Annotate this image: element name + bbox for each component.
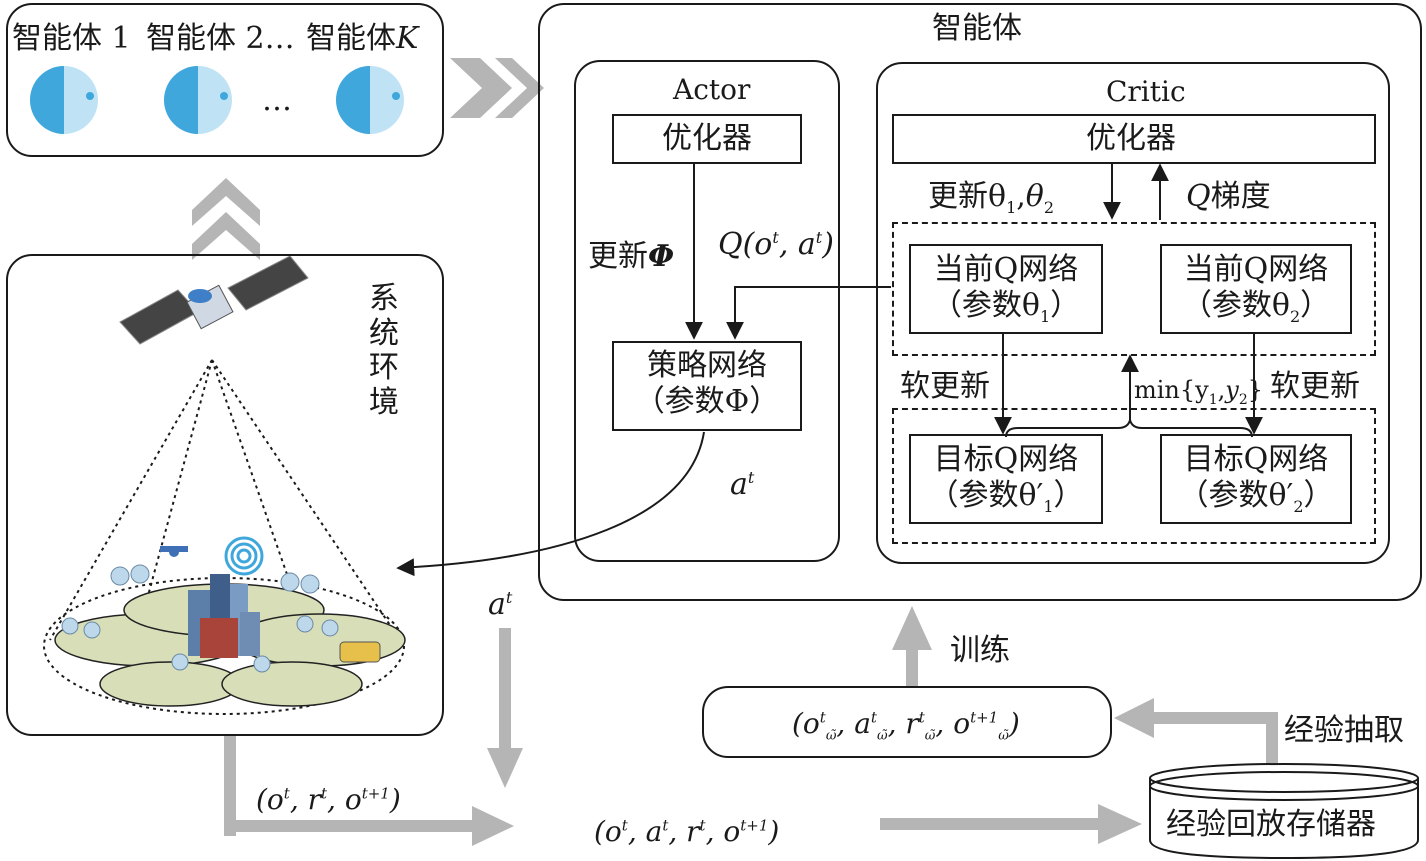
action-curve-arrow	[396, 431, 705, 577]
agent-k-var: K	[396, 21, 419, 56]
action-curve-text: a	[730, 467, 748, 502]
critic-optimizer-label: 优化器	[1086, 121, 1176, 156]
target-q2-line2: （参数θ′	[1178, 478, 1294, 513]
actor-optimizer-label: 优化器	[662, 121, 752, 156]
environment-char-2: 统	[369, 315, 399, 351]
agent-detail-panel	[538, 3, 1422, 601]
action-down-label: at	[488, 587, 513, 622]
critic-title: Critic	[1106, 75, 1186, 108]
target-q2-box	[1160, 434, 1352, 524]
current-q2-box	[1160, 244, 1352, 334]
drone-icon	[160, 546, 188, 557]
actor-panel	[574, 60, 840, 562]
current-q1-line1: 当前Q网络	[933, 252, 1079, 287]
policy-network-box	[612, 341, 802, 431]
target-q2-line1: 目标Q网络	[1183, 442, 1329, 477]
agent-brain-icon	[164, 66, 232, 134]
critic-panel	[876, 62, 1390, 564]
critic-optimizer-box	[892, 114, 1376, 164]
current-q2-line1: 当前Q网络	[1183, 252, 1329, 287]
target-q-group	[892, 408, 1376, 544]
environment-char-3: 环	[369, 350, 399, 385]
transition-label: (ot, at, rt, ot+1)	[594, 815, 780, 848]
current-q-group	[892, 222, 1376, 356]
agents-ellipsis: …	[262, 83, 292, 118]
agent-brain-icon	[30, 66, 98, 134]
critic-update-label: 更新θ1,θ2	[928, 179, 1055, 217]
signal-tower-icon	[224, 536, 264, 576]
actor-optimizer-box	[612, 114, 802, 164]
current-q1-line2: （参数θ	[931, 288, 1040, 323]
environment-panel	[6, 254, 444, 736]
target-q1-line2: （参数θ′	[928, 478, 1044, 513]
action-curve-label: at	[730, 467, 755, 502]
target-q2-label: 目标Q网络 （参数θ′2）	[1178, 442, 1334, 516]
target-q1-line1: 目标Q网络	[933, 442, 1079, 477]
q-value-text: Q(o	[718, 227, 773, 262]
users-icon	[61, 564, 339, 673]
sample-batch-label: (otω̃, atω̃, rtω̃, ot+1ω̃)	[792, 707, 1020, 744]
q-gradient-label: Q梯度	[1186, 182, 1271, 212]
agent-k-label: 智能体K	[306, 24, 418, 54]
flow-arrows	[224, 606, 1278, 846]
agent-2-label: 智能体 2…	[146, 21, 295, 56]
critic-update-text: 更新θ	[928, 179, 1007, 214]
min-brace	[1005, 419, 1253, 438]
satellite-icon	[119, 255, 309, 345]
chevron-up-icon	[192, 178, 260, 260]
agent-panel-title: 智能体	[932, 11, 1022, 46]
actor-update-prefix: 更新	[588, 239, 648, 274]
q-gradient-text: 梯度	[1210, 179, 1271, 214]
env-output-label: (ot, rt, ot+1)	[256, 783, 401, 816]
soft-update-right-label: 软更新	[1270, 369, 1360, 404]
actor-update-label: 更新Φ	[588, 242, 674, 272]
current-q2-label: 当前Q网络 （参数θ2）	[1181, 252, 1331, 326]
sample-batch-box	[702, 686, 1112, 758]
environment-char-4: 境	[369, 384, 399, 420]
policy-network-line2: （参数Φ）	[634, 384, 780, 419]
environment-label: 系 统 环 境	[364, 281, 404, 420]
soft-update-left-label: 软更新	[900, 369, 990, 404]
agent-1-label: 智能体 1	[12, 21, 131, 56]
agents-panel	[6, 3, 444, 157]
replay-buffer-label: 经验回放存储器	[1166, 807, 1376, 842]
chevron-right-icon	[450, 58, 544, 118]
current-q1-label: 当前Q网络 （参数θ1）	[931, 252, 1081, 326]
target-q1-label: 目标Q网络 （参数θ′1）	[928, 442, 1084, 516]
agent-brain-icon	[336, 66, 404, 134]
q-value-label: Q(ot, at)	[718, 227, 834, 262]
train-label: 训练	[950, 633, 1010, 668]
action-down-text: a	[488, 587, 506, 622]
policy-network-line1: 策略网络	[647, 348, 767, 383]
agent-k-prefix: 智能体	[306, 21, 396, 56]
city-buildings-icon	[188, 574, 260, 658]
environment-char-1: 系	[369, 281, 399, 316]
current-q1-box	[909, 244, 1103, 334]
car-icon	[339, 641, 381, 663]
actor-update-var: Φ	[648, 239, 675, 274]
actor-title: Actor	[673, 73, 751, 106]
target-q1-box	[909, 434, 1103, 524]
replay-buffer-cylinder	[1149, 763, 1419, 860]
q-gradient-var: Q	[1186, 179, 1211, 214]
min-text: min{y	[1134, 376, 1209, 404]
current-q2-line2: （参数θ	[1181, 288, 1290, 323]
min-label: min{y1,y2}	[1134, 376, 1264, 408]
policy-network-label: 策略网络 （参数Φ）	[612, 348, 802, 420]
sampling-label: 经验抽取	[1284, 713, 1404, 748]
